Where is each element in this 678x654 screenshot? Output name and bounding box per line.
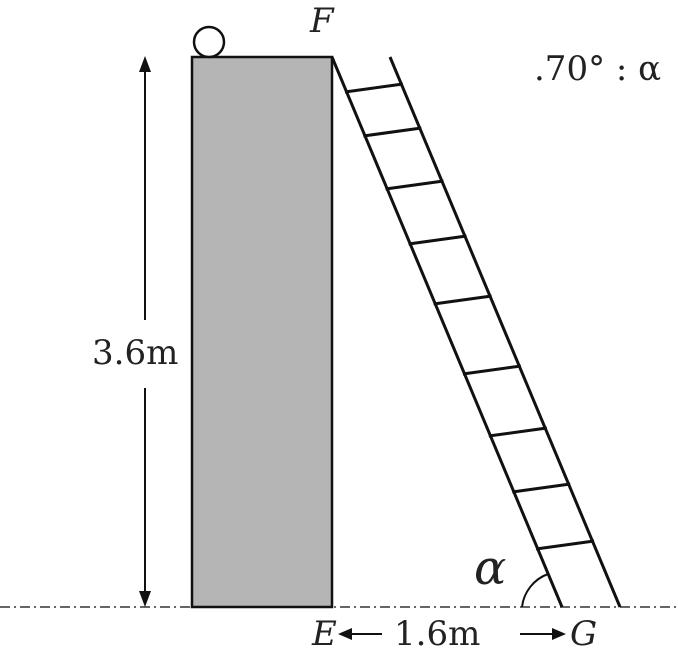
distance-label: 1.6m [394,614,480,654]
ladder-rung-2 [363,126,422,138]
height-arrow-head-top [139,56,151,72]
angle-arc [521,573,549,608]
distance-arrow-left-head [338,628,352,640]
angle-label: α [474,540,506,596]
ladder-rung-4 [408,234,467,246]
label-e: E [311,614,337,654]
label-f: F [309,1,335,41]
distance-arrow-right-head [552,628,566,640]
ladder-rung-6 [462,364,522,376]
ladder-rungs [344,82,595,551]
wall [190,55,334,609]
ladder-rung-3 [385,179,444,191]
ladder-rail-left [330,56,564,608]
height-arrow-head-bottom [139,591,151,607]
ladder-rung-5 [433,294,492,306]
ladder-rung-9 [535,539,595,551]
height-label: 3.6m [92,333,178,373]
ladder-rail-right [388,56,622,608]
given-angle-label: .70° : α [534,49,661,89]
ladder-rung-1 [344,82,404,94]
ladder-rung-7 [488,426,548,438]
ladder-rung-8 [512,482,571,494]
ball-icon [192,25,226,59]
label-g: G [570,614,597,654]
